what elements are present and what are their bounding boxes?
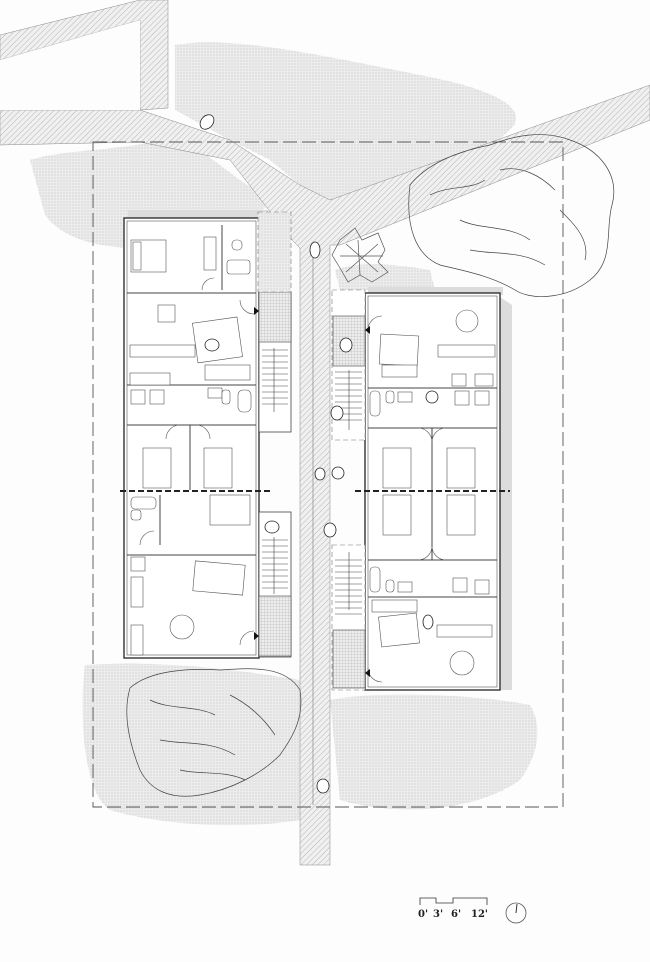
west-building — [123, 211, 292, 659]
tree-northeast — [408, 134, 614, 297]
property-line — [92, 141, 564, 808]
scale-label-3: 3' — [433, 909, 443, 920]
scale-label-0: 0' — [418, 909, 428, 920]
scale-label-12: 12' — [471, 909, 488, 920]
walkways — [0, 0, 650, 866]
tree-southwest — [126, 668, 302, 797]
north-arrow-icon — [505, 902, 527, 924]
tree-small — [331, 227, 389, 283]
scale-label-6: 6' — [451, 909, 461, 920]
scale-bar: 0' 3' 6' 12' — [418, 897, 488, 920]
people — [199, 114, 439, 794]
